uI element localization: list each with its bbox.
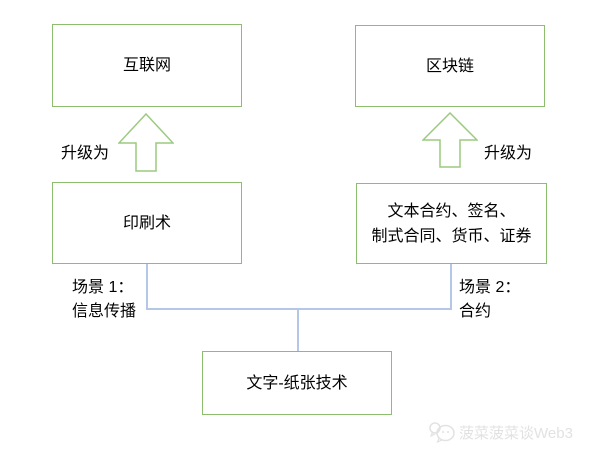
box-printing-label: 印刷术 bbox=[122, 214, 171, 232]
watermark-text: 菠菜菠菜谈Web3 bbox=[459, 424, 573, 442]
connector-line-left-vertical bbox=[146, 264, 148, 309]
box-internet: 互联网 bbox=[52, 24, 242, 107]
connector-line-horizontal bbox=[146, 308, 452, 310]
box-paper-tech-label: 文字-纸张技术 bbox=[246, 374, 348, 392]
upgrade-label-right: 升级为 bbox=[484, 145, 533, 162]
box-text-contracts: 文本合约、签名、 制式合同、货币、证券 bbox=[356, 183, 547, 264]
upgrade-label-left: 升级为 bbox=[61, 145, 110, 162]
watermark: 菠菜菠菜谈Web3 bbox=[428, 420, 573, 444]
box-blockchain-label: 区块链 bbox=[425, 57, 474, 75]
chat-bubbles-icon bbox=[429, 422, 455, 444]
scenario1-line2: 信息传播 bbox=[72, 303, 137, 320]
scenario1-line1: 场景 1： bbox=[72, 279, 134, 296]
box-printing: 印刷术 bbox=[52, 182, 242, 264]
box-paper-tech: 文字-纸张技术 bbox=[202, 351, 392, 415]
connector-line-center-vertical bbox=[297, 310, 299, 351]
scenario2-line2: 合约 bbox=[459, 303, 492, 320]
scenario2-label: 场景 2： 合约 bbox=[459, 276, 520, 324]
box-internet-label: 互联网 bbox=[122, 57, 171, 74]
scenario1-label: 场景 1： 信息传播 bbox=[72, 276, 136, 324]
scenario2-line1: 场景 2： bbox=[459, 279, 521, 296]
box-text-contracts-line2: 制式合同、货币、证券 bbox=[371, 227, 532, 245]
box-text-contracts-line1: 文本合约、签名、 bbox=[387, 202, 516, 220]
up-arrow-icon-right bbox=[422, 112, 478, 168]
up-arrow-icon-left bbox=[118, 113, 174, 172]
box-blockchain: 区块链 bbox=[355, 25, 545, 107]
connector-line-right-vertical bbox=[450, 264, 452, 309]
